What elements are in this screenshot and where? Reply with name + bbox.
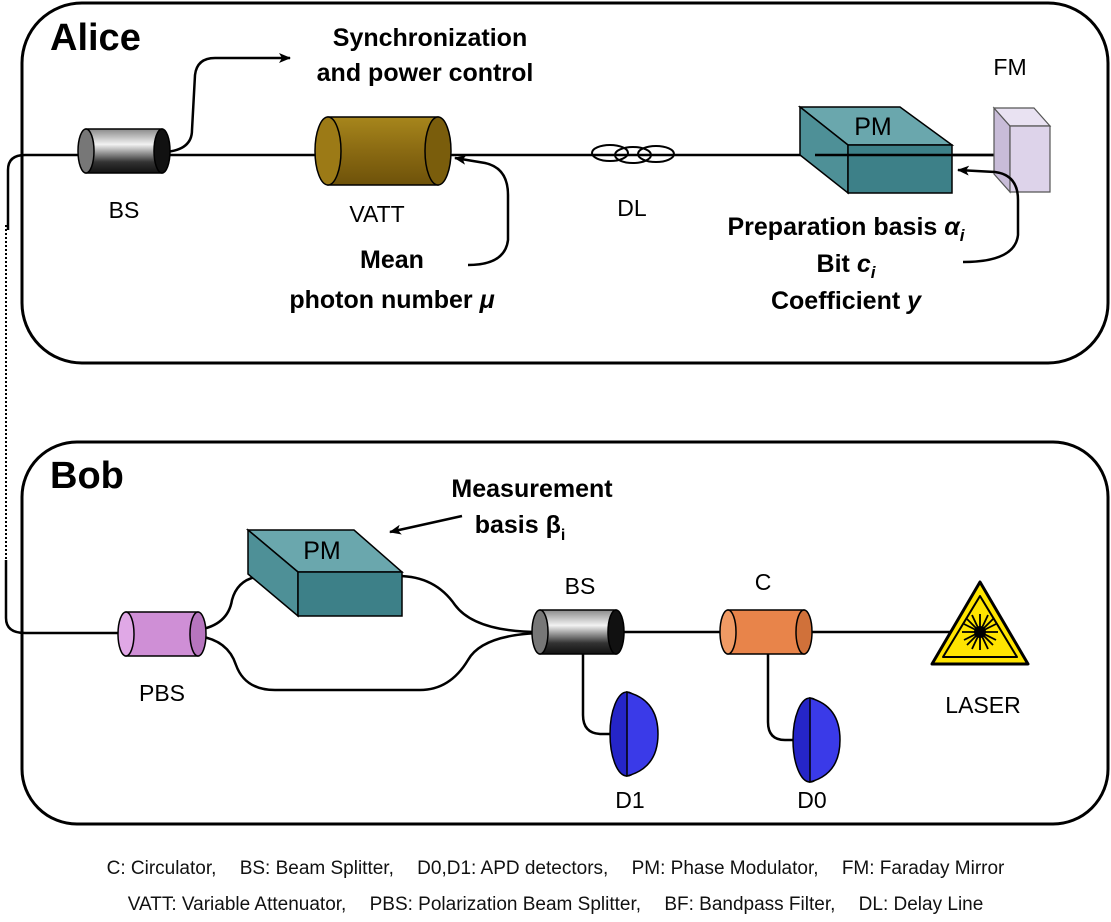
legend-item: PM: Phase Modulator,	[631, 858, 819, 879]
legend-line-1: C: Circulator, BS: Beam Splitter, D0,D1:…	[0, 858, 1111, 880]
fm-label: FM	[993, 54, 1026, 80]
laser-icon	[930, 580, 1030, 666]
measurement-arrow	[389, 514, 463, 535]
bob-title: Bob	[50, 455, 124, 497]
bob-beam-splitter	[531, 609, 625, 655]
laser-label: LASER	[945, 692, 1020, 718]
alice-phase-modulator	[797, 105, 955, 195]
legend-item: BS: Beam Splitter,	[239, 858, 394, 879]
legend-item: DL: Delay Line	[858, 894, 984, 915]
delay-line-coil	[591, 144, 675, 164]
mean-label-line2: photon number μ	[289, 286, 494, 314]
legend-item: D0,D1: APD detectors,	[417, 858, 609, 879]
alice-fiber	[6, 153, 1010, 230]
bob-pm-label: PM	[303, 537, 341, 565]
polarization-beam-splitter	[117, 611, 207, 657]
measurement-label-line2: basis βi	[475, 511, 566, 544]
bob-phase-modulator	[245, 528, 404, 618]
bob-fiber-upper-join	[397, 574, 541, 634]
d0-fiber	[766, 654, 797, 742]
pbs-label: PBS	[139, 680, 185, 706]
detector-d1	[609, 691, 659, 777]
d0-label: D0	[797, 787, 826, 813]
d1-fiber	[581, 654, 613, 736]
coefficient-label: Coefficient y	[771, 287, 922, 315]
legend-item: FM: Faraday Mirror	[841, 858, 1005, 879]
legend-item: BF: Bandpass Filter,	[664, 894, 836, 915]
d1-label: D1	[615, 787, 644, 813]
bob-fiber-input	[4, 560, 125, 635]
circulator	[719, 609, 813, 655]
variable-attenuator	[314, 116, 452, 186]
alice-panel	[20, 1, 1110, 365]
alice-beam-splitter	[77, 128, 171, 174]
sync-arrow	[164, 53, 291, 154]
detector-d0	[792, 697, 841, 783]
bob-fiber-lower-branch	[197, 631, 541, 692]
legend-line-2: VATT: Variable Attenuator, PBS: Polariza…	[0, 894, 1111, 916]
qkd-setup-diagram: Alice Synchronization and power control …	[4, 1, 1110, 826]
bit-label: Bit ci	[817, 250, 877, 282]
alice-bs-label: BS	[109, 197, 140, 223]
legend-item: PBS: Polarization Beam Splitter,	[369, 894, 642, 915]
faraday-mirror	[992, 106, 1052, 194]
legend-item: C: Circulator,	[106, 858, 217, 879]
mean-photon-arrow	[454, 154, 510, 267]
prep-basis-label: Preparation basis αi	[728, 213, 966, 245]
circulator-label: C	[755, 569, 772, 595]
mean-label-line1: Mean	[360, 246, 424, 274]
sync-label-line2: and power control	[317, 59, 534, 87]
alice-title: Alice	[50, 17, 141, 59]
dl-label: DL	[617, 195, 647, 221]
alice-pm-label: PM	[854, 113, 892, 141]
vatt-label: VATT	[349, 201, 404, 227]
bob-bs-label: BS	[565, 573, 596, 599]
measurement-label-line1: Measurement	[451, 475, 613, 503]
preparation-arrow	[957, 165, 1020, 264]
legend-item: VATT: Variable Attenuator,	[127, 894, 347, 915]
sync-label-line1: Synchronization	[333, 24, 527, 52]
